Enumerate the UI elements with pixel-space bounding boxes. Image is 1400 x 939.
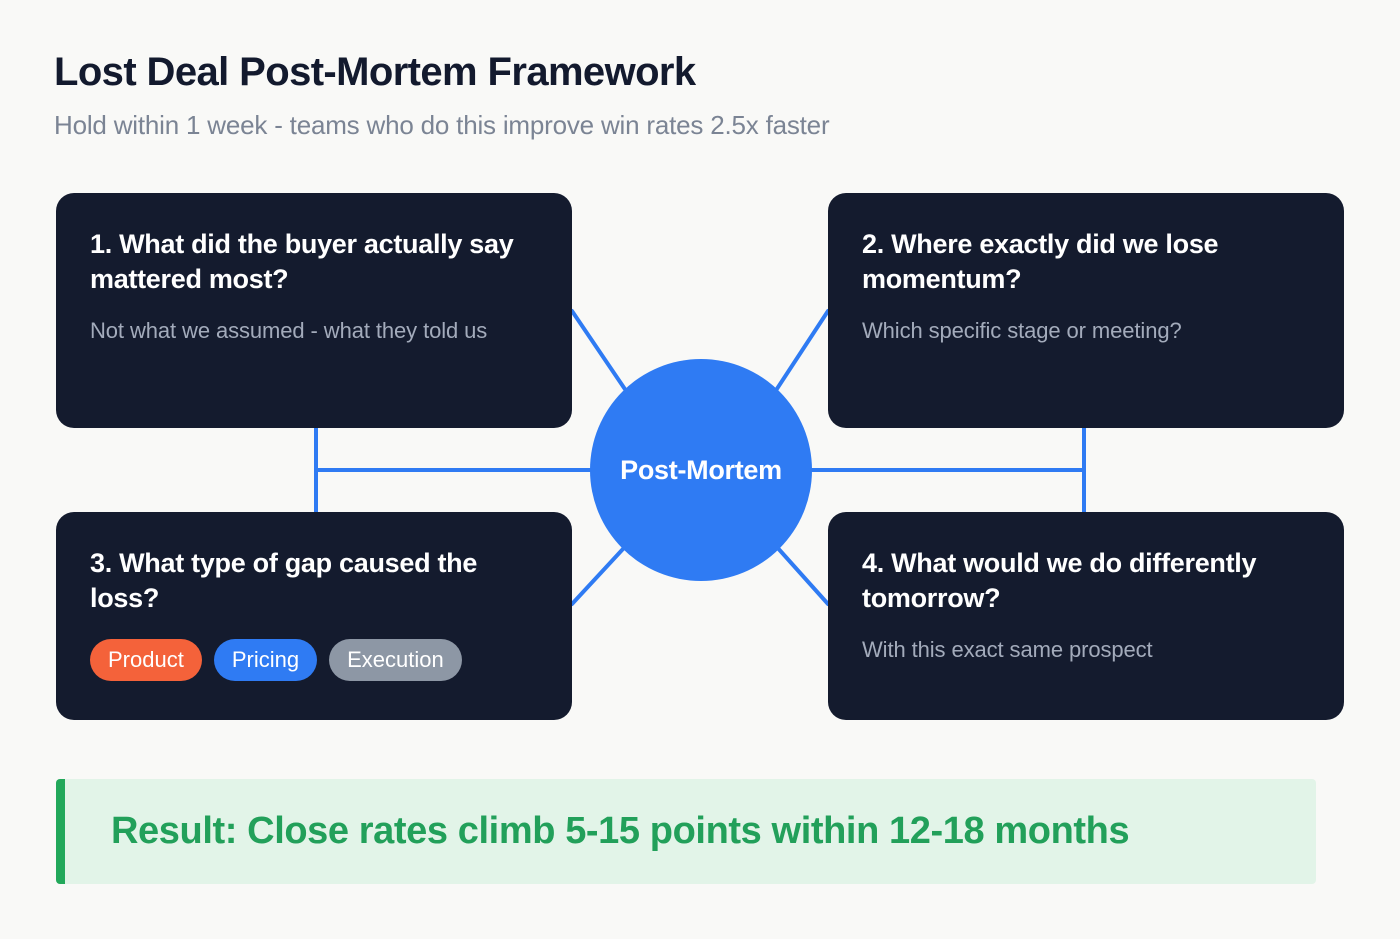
- card-1-description: Not what we assumed - what they told us: [90, 318, 488, 344]
- page-title: Lost Deal Post-Mortem Framework: [54, 50, 696, 94]
- pill-product[interactable]: Product: [90, 639, 202, 682]
- result-banner: Result: Close rates climb 5-15 points wi…: [56, 779, 1316, 884]
- card-question-2[interactable]: 2. Where exactly did we lose momentum? W…: [828, 193, 1344, 428]
- card-4-description: With this exact same prospect: [862, 637, 1153, 663]
- result-text: Result: Close rates climb 5-15 points wi…: [111, 810, 1130, 852]
- hub-label: Post-Mortem: [620, 454, 782, 485]
- hub-post-mortem[interactable]: Post-Mortem: [590, 359, 812, 581]
- card-3-title: 3. What type of gap caused the loss?: [90, 548, 478, 613]
- card-question-3[interactable]: 3. What type of gap caused the loss? Pro…: [56, 512, 572, 720]
- result-accent-bar: [56, 779, 65, 884]
- gap-type-pill-row: Product Pricing Execution: [90, 639, 538, 682]
- page-subtitle: Hold within 1 week - teams who do this i…: [54, 110, 830, 140]
- pill-execution[interactable]: Execution: [329, 639, 462, 682]
- card-2-title: 2. Where exactly did we lose momentum?: [862, 229, 1219, 294]
- card-question-1[interactable]: 1. What did the buyer actually say matte…: [56, 193, 572, 428]
- card-1-title: 1. What did the buyer actually say matte…: [90, 229, 514, 294]
- card-2-description: Which specific stage or meeting?: [862, 318, 1182, 344]
- pill-pricing[interactable]: Pricing: [213, 639, 318, 682]
- card-question-4[interactable]: 4. What would we do differently tomorrow…: [828, 512, 1344, 720]
- card-4-title: 4. What would we do differently tomorrow…: [862, 548, 1257, 613]
